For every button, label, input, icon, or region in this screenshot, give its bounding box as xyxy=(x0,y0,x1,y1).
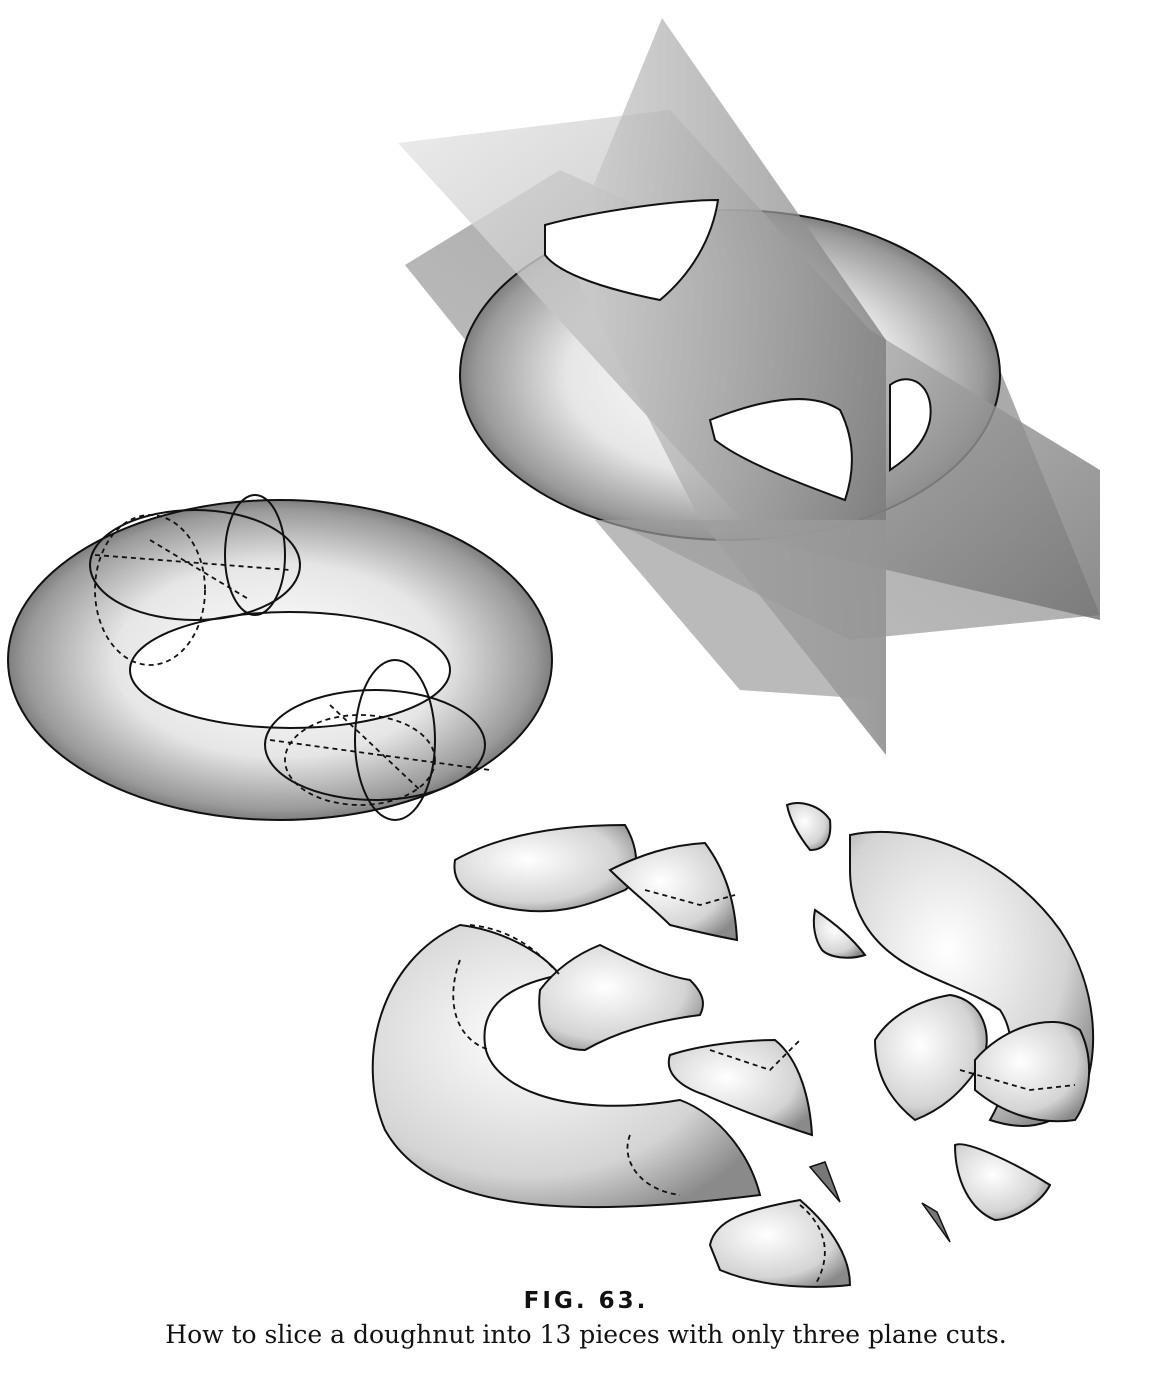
piece-hidden-edges xyxy=(452,889,1076,1286)
piece-center-wedge xyxy=(538,943,704,1052)
upper-cut-lines xyxy=(89,494,301,666)
cross-section-right xyxy=(889,378,932,472)
figure-label: FIG. 63. xyxy=(523,1288,649,1314)
cross-section-lower xyxy=(708,398,853,502)
whole-torus-with-cut-lines xyxy=(7,494,553,821)
piece-tiny-top xyxy=(785,802,832,852)
piece-top-left xyxy=(453,823,638,913)
piece-far-right-cap xyxy=(974,1021,1091,1123)
piece-bottom-right-wedge xyxy=(953,1143,1052,1222)
piece-sliver-left xyxy=(808,1161,841,1203)
piece-bottom-cap xyxy=(708,1198,852,1288)
piece-right-cone xyxy=(873,993,988,1122)
lower-cut-lines xyxy=(264,659,491,821)
piece-tiny-middle xyxy=(812,908,867,959)
piece-sliver-right xyxy=(921,1202,951,1243)
figure-caption: How to slice a doughnut into 13 pieces w… xyxy=(165,1320,1007,1349)
cross-section-upper xyxy=(544,198,720,302)
piece-large-left-crescent xyxy=(371,923,762,1209)
torus-with-cutting-planes xyxy=(398,18,1100,755)
exploded-pieces xyxy=(371,802,1095,1288)
piece-top-middle xyxy=(608,841,739,942)
torus-hole xyxy=(129,611,451,729)
cutting-plane-front xyxy=(595,520,886,700)
